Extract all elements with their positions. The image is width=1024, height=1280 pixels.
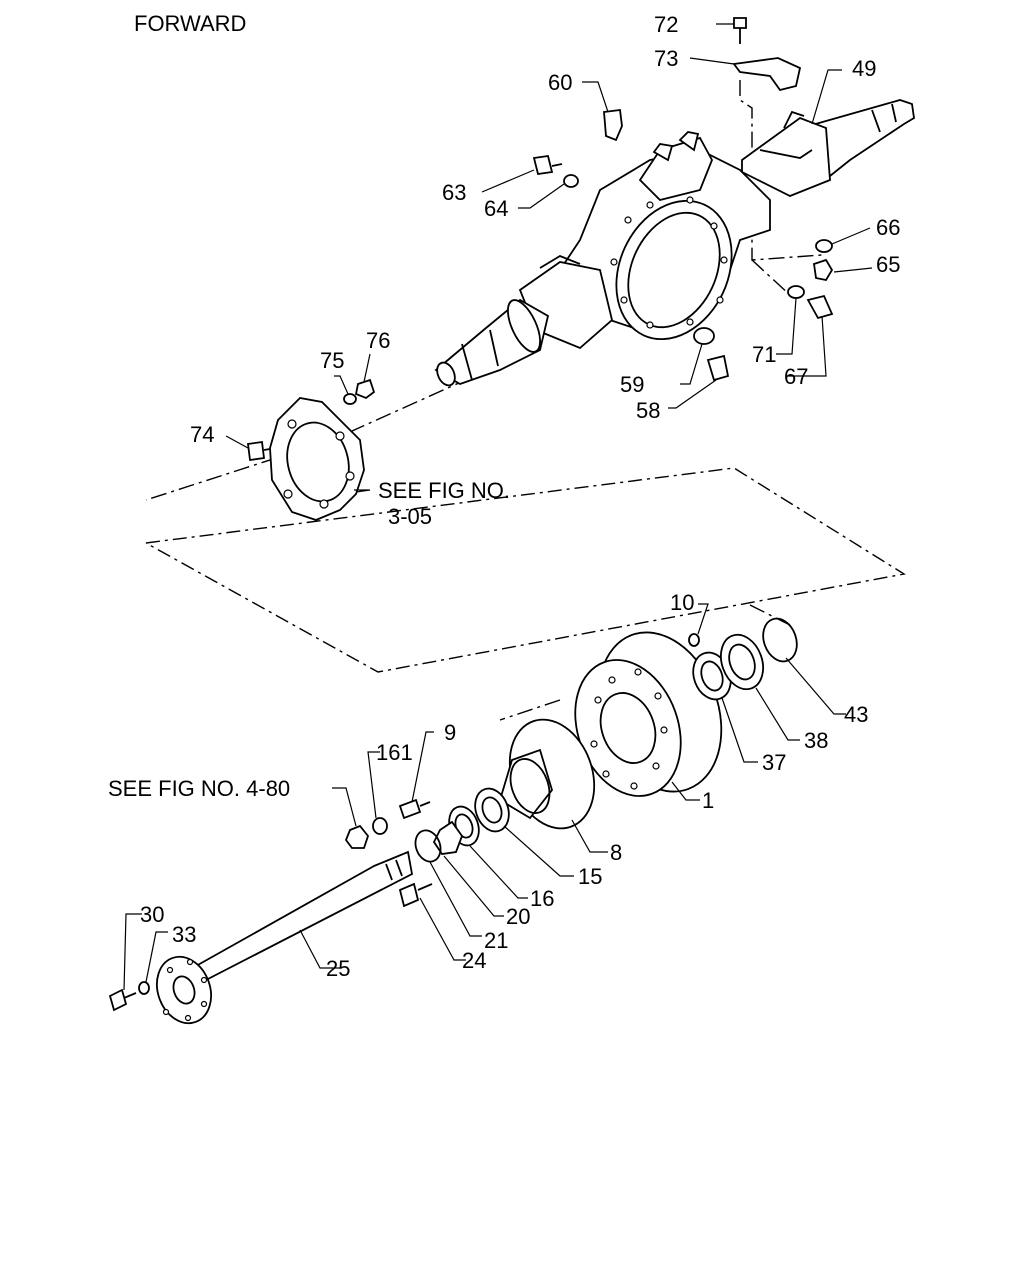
callout-66: 66	[876, 215, 900, 240]
callout-63: 63	[442, 180, 466, 205]
hub-flange-plate	[269, 397, 365, 521]
brake-drum-assembly	[108, 617, 798, 1025]
callout-21: 21	[484, 928, 508, 953]
callout-15: 15	[578, 864, 602, 889]
callout-58: 58	[636, 398, 660, 423]
axle-housing	[434, 99, 915, 387]
callout-75: 75	[320, 348, 344, 373]
callout-37: 37	[762, 750, 786, 775]
callout-16: 16	[530, 886, 554, 911]
callout-25: 25	[326, 956, 350, 981]
callout-43: 43	[844, 702, 868, 727]
callout-24: 24	[462, 948, 486, 973]
callout-65: 65	[876, 252, 900, 277]
callout-labels: 72 73 49 60 63 64 66 65 71 67 59 58 75 7…	[108, 12, 900, 981]
callout-60: 60	[548, 70, 572, 95]
reference-hub-flange-line2: 3-05	[388, 504, 432, 529]
callout-38: 38	[804, 728, 828, 753]
leader-lines	[123, 23, 873, 991]
callout-67: 67	[784, 364, 808, 389]
callout-72: 72	[654, 12, 678, 37]
callout-64: 64	[484, 196, 508, 221]
callout-161: 161	[376, 740, 413, 765]
reference-wheel-nut: SEE FIG NO. 4-80	[108, 776, 290, 801]
callout-76: 76	[366, 328, 390, 353]
callout-30: 30	[140, 902, 164, 927]
callout-49: 49	[852, 56, 876, 81]
callout-73: 73	[654, 46, 678, 71]
housing-fittings	[246, 17, 834, 462]
callout-33: 33	[172, 922, 196, 947]
callout-71: 71	[752, 342, 776, 367]
callout-1: 1	[702, 788, 714, 813]
reference-hub-flange-line1: SEE FIG NO.	[378, 478, 510, 503]
callout-20: 20	[506, 904, 530, 929]
callout-59: 59	[620, 372, 644, 397]
callout-8: 8	[610, 840, 622, 865]
callout-10: 10	[670, 590, 694, 615]
callout-9: 9	[444, 720, 456, 745]
callout-74: 74	[190, 422, 214, 447]
heading-forward: FORWARD	[134, 11, 246, 36]
